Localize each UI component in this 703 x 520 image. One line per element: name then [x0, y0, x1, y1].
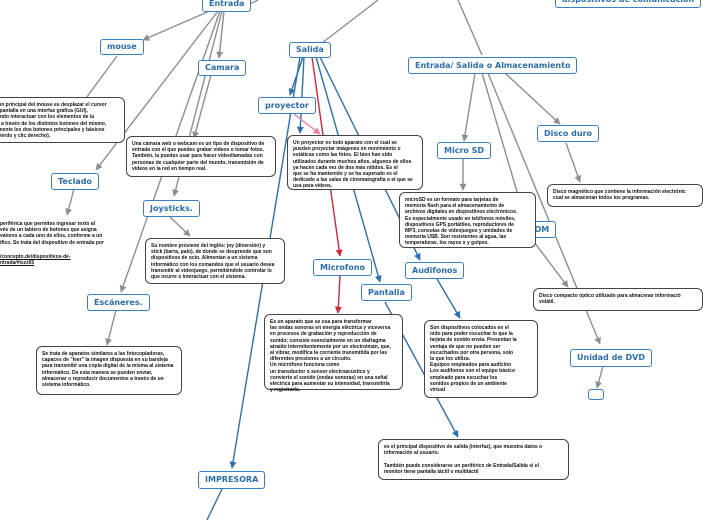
node-entrada[interactable]: Entrada: [202, 0, 252, 12]
node-escaneres[interactable]: Escáneres.: [87, 294, 150, 311]
link-es-discoduro: [504, 72, 561, 125]
desc-microfono: Es un aparato que se usa para transforma…: [264, 314, 403, 393]
desc-camara: Una cámara web o webcam es un tipo de di…: [126, 136, 276, 177]
desc-discoduro: Disco magnético que contiene la informac…: [547, 184, 703, 207]
link-discoduro-desc: [565, 142, 582, 183]
link-impresora-down: [206, 488, 223, 520]
link-audifonos-desc: [436, 278, 461, 319]
link-cdrom-desc: [530, 237, 569, 288]
node-camara[interactable]: Camara: [198, 60, 247, 76]
node-mouse[interactable]: mouse: [100, 39, 144, 55]
link-es-microsd: [461, 72, 476, 142]
node-unidaddvd[interactable]: Unidad de DVD: [570, 349, 652, 367]
node-empty[interactable]: [588, 389, 604, 400]
node-pantalla[interactable]: Pantalla: [361, 284, 412, 301]
desc-proyector: Un proyector es todo aparato con el cual…: [287, 135, 423, 190]
node-salida[interactable]: Salida: [289, 42, 331, 58]
node-audifonos[interactable]: Audifonos: [405, 262, 465, 279]
link-salida-top: [321, 0, 379, 44]
node-es[interactable]: Entrada/ Salida o Almacenamiento: [408, 57, 578, 74]
desc-escaneres: Se trata de aparatos similares a las fot…: [36, 346, 182, 395]
desc-pantalla: es el principal dispositivo de salida (i…: [378, 439, 569, 480]
desc-teclado-link[interactable]: /concepto.de/dispositivos-de- ntrada/#ix…: [0, 254, 71, 267]
node-discoduro[interactable]: Disco duro: [537, 125, 600, 142]
node-microsd[interactable]: Micro SD: [437, 142, 492, 159]
link-es-top: [457, 0, 483, 56]
link-entrada-teclado: [95, 10, 219, 171]
node-comunicacion[interactable]: dispositivos de comunicación: [555, 0, 702, 8]
node-joysticks[interactable]: Joysticks.: [143, 200, 200, 217]
link-escaneres-desc: [105, 309, 117, 346]
desc-audifonos: Son dispositivos colocados en el oído pa…: [424, 320, 538, 398]
node-impresora[interactable]: IMPRESORA: [198, 471, 266, 489]
node-teclado[interactable]: Teclado: [51, 173, 99, 190]
node-proyector[interactable]: proyector: [258, 97, 316, 114]
link-joysticks-desc: [169, 216, 191, 237]
link-proyector-desc: [293, 113, 321, 135]
desc-mouse: ción principal del mouse es desplazar el…: [0, 97, 125, 143]
desc-teclado: periférica que permites ingresar texto a…: [0, 221, 104, 246]
link-entrada-mouse: [142, 9, 213, 41]
desc-cdrom: Disco compacto óptico utilizado para alm…: [533, 288, 703, 311]
link-mouse-desc: [80, 55, 118, 106]
desc-joysticks: Su nombre proviene del inglés: joy (dive…: [145, 238, 285, 284]
link-salida-proyector-desc: [296, 56, 305, 134]
link-camara-desc: [192, 74, 212, 139]
link-entrada-camara: [216, 10, 225, 59]
desc-microsd: microSD es un formato para tarjetas de m…: [399, 192, 536, 248]
link-teclado-desc: [65, 188, 75, 216]
node-microfono[interactable]: Microfono: [313, 259, 373, 276]
link-dvd-empty: [595, 365, 604, 389]
link-microfono-desc: [334, 275, 342, 314]
